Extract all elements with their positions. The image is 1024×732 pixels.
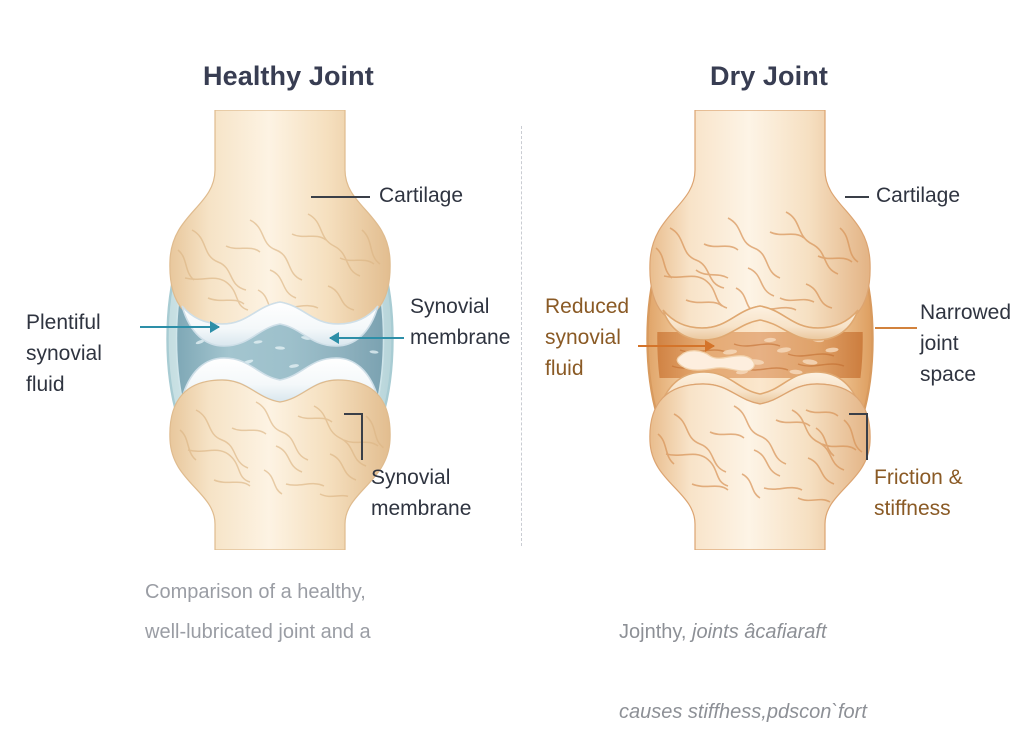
label-synovial-membrane-right: Synovial membrane [410,295,511,349]
dry-joint-illustration [646,110,874,550]
synovial-membrane-leader-vertical [361,413,363,460]
cartilage-leader-line-right [845,196,869,198]
lower-bone [169,379,391,550]
cartilage-leader-line-left [311,196,370,198]
label-reduced-synovial-fluid: Reduced synovial fluid [545,295,630,380]
narrowed-space-leader-line [875,327,917,329]
dry-upper-bone [649,110,871,329]
upper-bone [169,110,391,325]
panel-divider [521,126,522,546]
healthy-joint-title: Healthy Joint [203,61,374,91]
residual-fluid-blob [676,350,755,372]
label-synovial-membrane-bottom: Synovial membrane [371,466,472,520]
dry-joint-title: Dry Joint [710,61,828,91]
caption-right-line1-italic: joints âcafiaraft [692,621,827,643]
illustration-canvas: Healthy Joint Dry Joint Cartilage Plenti… [0,0,1024,683]
dry-lower-bone [649,383,871,550]
plentiful-fluid-arrow [140,326,219,328]
narrowed-joint-space [657,332,863,378]
synovial-membrane-leader-horizontal [344,413,362,415]
friction-leader-horizontal [849,413,867,415]
healthy-joint-illustration [166,110,394,550]
caption-right-line1-roman: Jojnthy, [619,621,692,643]
reduced-fluid-arrow [638,345,714,347]
caption-right: Jojnthy, joints âcafiaraft causes stiffh… [619,572,867,732]
label-plentiful-synovial-fluid: Plentiful synovial fluid [26,311,102,396]
caption-right-line2: causes stiffhess,pdscon`fort [619,701,867,723]
upper-bone-trabeculae [177,213,381,315]
friction-leader-vertical [866,413,868,460]
dry-lower-trabeculae [657,405,863,503]
label-narrowed-joint-space: Narrowed joint space [920,301,1012,386]
dry-upper-cartilage [662,305,859,341]
dry-upper-trabeculae [655,211,859,313]
label-cartilage-left: Cartilage [379,184,464,207]
caption-left: Comparison of a healthy, well-lubricated… [145,581,371,643]
label-friction-stiffness: Friction & stiffness [874,466,963,520]
label-cartilage-right: Cartilage [876,184,961,207]
synovial-membrane-arrow [330,337,404,339]
